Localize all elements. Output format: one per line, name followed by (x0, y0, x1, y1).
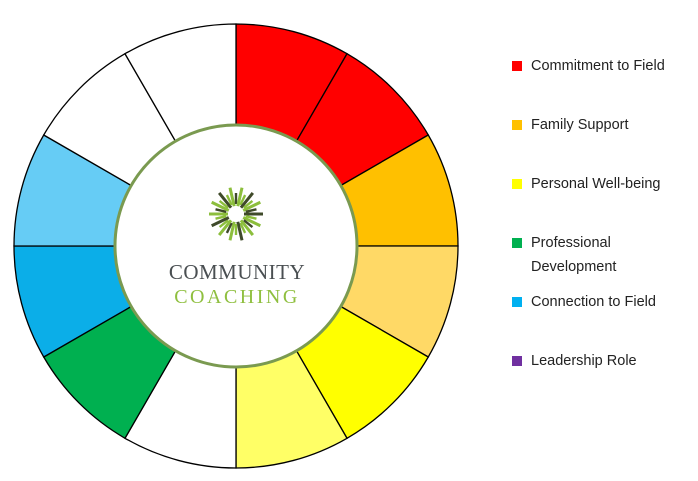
burst-ray (218, 199, 229, 209)
burst-ray (245, 208, 257, 213)
wheel-segments (13, 23, 459, 469)
burst-ray (228, 221, 236, 241)
legend-label: Leadership Role (531, 353, 637, 369)
burst-ray (239, 191, 255, 209)
legend-label: Connection to Field (531, 294, 656, 310)
legend-label: Professional (531, 235, 611, 251)
burst-ray (225, 194, 233, 206)
legend-swatch (512, 61, 522, 71)
legend-swatch (512, 120, 522, 130)
burst-ray (217, 191, 233, 209)
coaching-wheel: COMMUNITY COACHING (13, 23, 459, 469)
burst-ray (239, 194, 247, 206)
logo-line1: COMMUNITY (169, 260, 305, 284)
center-disc (113, 123, 359, 369)
burst-ray (243, 219, 254, 229)
burst-ray (242, 200, 261, 212)
burst-ray (242, 216, 261, 228)
burst-ray (217, 219, 233, 237)
burst-ray (236, 221, 244, 241)
burst-ray (218, 219, 229, 229)
burst-ray (215, 215, 227, 220)
burst-ray (243, 199, 254, 209)
burst-ray (211, 200, 230, 212)
burst-ray (225, 222, 233, 234)
burst-ray (215, 208, 227, 213)
legend-label: Personal Well-being (531, 176, 661, 192)
logo-line2: COACHING (174, 286, 300, 308)
burst-ray (236, 187, 244, 207)
burst-ray (239, 219, 255, 237)
legend-label: Family Support (531, 117, 629, 133)
legend-swatch (512, 179, 522, 189)
legend-swatch (512, 238, 522, 248)
logo-burst-icon (209, 187, 263, 241)
legend-label: Development (531, 259, 617, 275)
burst-ray (228, 187, 236, 207)
legend-label: Commitment to Field (531, 58, 665, 74)
legend-swatch (512, 297, 522, 307)
burst-ray (239, 222, 247, 234)
burst-ray (211, 216, 230, 228)
legend-swatch (512, 356, 522, 366)
burst-ray (245, 215, 257, 220)
